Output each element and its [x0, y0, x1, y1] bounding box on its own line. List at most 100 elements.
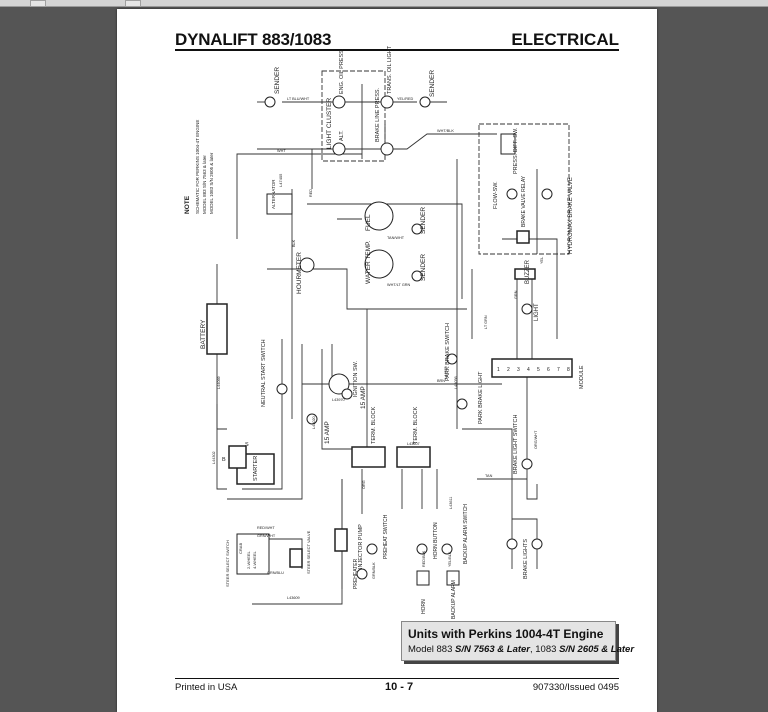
term-block-2 [396, 446, 431, 468]
brake-line-press-lamp [380, 142, 394, 156]
module-pin-8: 8 [567, 367, 570, 373]
wire-l45056: L45056 [454, 376, 458, 389]
ignition-switch-symbol [328, 373, 350, 395]
fuse-2-label: 15 AMP [360, 386, 367, 409]
wire-blk: BLK [292, 239, 296, 247]
wire-tan-wht: TAN/WHT [387, 236, 405, 240]
sender-1-label: SENDER [274, 67, 281, 94]
wire-red: RED [309, 189, 313, 197]
fuse-2-symbol [341, 388, 353, 400]
brake-light-1-symbol [506, 538, 518, 550]
wire-red-blk: RED/BLK [422, 550, 426, 567]
preheater-symbol [356, 568, 368, 580]
park-brake-light-symbol [456, 398, 468, 410]
wire-l44970: L44970 [444, 366, 448, 379]
steer-select-switch-label: STEER SELECT SWITCH [225, 540, 230, 587]
alt-label: ALT. [339, 130, 345, 141]
starter-solenoid [228, 445, 247, 469]
wire-yel-red: YEL/RED [397, 97, 414, 101]
header-rule [175, 49, 619, 51]
term-block-2-label: TERM. BLOCK [413, 406, 419, 444]
neutral-start-switch-label: NEUTRAL START SWITCH [261, 339, 267, 407]
trans-oil-light-lamp [380, 95, 394, 109]
wire-l44302: L44302 [212, 451, 216, 464]
wire-wht: WHT [277, 149, 286, 153]
brake-valve-relay-symbol [516, 230, 530, 244]
starter-terminal-b: B [222, 457, 226, 463]
wire-l43607: L43607 [407, 442, 420, 446]
term-block-1-label: TERM. BLOCK [371, 406, 377, 444]
brake-light-switch-label: BRAKE LIGHT SWITCH [513, 414, 519, 474]
wire-yel: YEL [540, 257, 544, 264]
sender-4-symbol [411, 270, 423, 282]
buzzer-label: BUZZER [525, 259, 531, 284]
header-section: ELECTRICAL [511, 30, 619, 49]
module-pin-3: 3 [517, 367, 520, 373]
viewer-toolbar [0, 0, 768, 7]
wire-l43609: L43609 [287, 596, 300, 600]
park-brake-switch-label: PARK BRAKE SWITCH [445, 323, 451, 381]
wiring-schematic: NOTE SCHEMATIC FOR PERKINS 1004-4T ENGIN… [184, 45, 585, 619]
horn-button-label: HORN BUTTON [433, 522, 439, 559]
motor-symbol [541, 188, 553, 200]
module-pin-2: 2 [507, 367, 510, 373]
wire-wht-lt-grn: WHT/LT GRN [387, 283, 411, 287]
module-pin-7: 7 [557, 367, 560, 373]
wire-lt-grn: LT GRN [484, 315, 488, 329]
horn-label: HORN [421, 599, 427, 614]
light-label: LIGHT [534, 303, 540, 321]
water-temp-gauge [364, 249, 394, 279]
engine-note-title: Units with Perkins 1004-4T Engine [408, 627, 604, 641]
module-pin-1: 1 [497, 367, 500, 373]
park-brake-light-label: PARK BRAKE LIGHT [478, 371, 484, 424]
hourmeter-symbol [299, 257, 315, 273]
wire-yel-blk: YEL/BLK [448, 551, 452, 567]
preheater-label: PREHEATER [353, 558, 359, 589]
starter-terminal-s: S [245, 442, 249, 448]
document-page: DYNALIFT 883/1083 ELECTRICAL [117, 9, 657, 712]
page-number: 10 - 7 [385, 681, 414, 693]
fuse-1-symbol [306, 413, 318, 425]
term-block-1 [351, 446, 386, 468]
press-diff-sw-symbol [500, 133, 516, 155]
flow-sw-symbol [506, 188, 518, 200]
battery-symbol [206, 303, 228, 355]
light-symbol [521, 303, 533, 315]
wire-tan: TAN [485, 474, 493, 478]
wire-grn: GRN [514, 290, 518, 299]
backup-alarm-label: BACKUP ALARM [451, 580, 457, 619]
horn-button-symbol [416, 543, 428, 555]
note-model-883: Model 883 [408, 644, 456, 655]
footer-issue: 907330/Issued 0495 [532, 682, 619, 693]
toolbar-button[interactable] [125, 0, 141, 7]
module-pin-5: 5 [537, 367, 540, 373]
sender-4-label: SENDER [420, 254, 427, 281]
wire-brn: BRN [437, 379, 445, 383]
brake-light-2-symbol [531, 538, 543, 550]
starter-label: STARTER [253, 456, 259, 481]
alternator-part-label: L47405 [278, 173, 283, 187]
engine-note-box: Units with Perkins 1004-4T Engine Model … [401, 621, 634, 661]
note-sn-1083: S/N 2605 & Later [559, 644, 635, 655]
horn-symbol [416, 570, 430, 586]
wire-l43611: L43611 [449, 497, 453, 509]
note-model-1083: , 1083 [530, 644, 560, 655]
park-brake-switch-symbol [446, 353, 458, 365]
hydromax-box [478, 123, 570, 255]
battery-label: BATTERY [200, 319, 207, 349]
header-title: DYNALIFT 883/1083 [175, 30, 332, 49]
note-line-3: MODEL 1083 S/N 2605 & later [209, 152, 214, 214]
eng-oil-press-lamp [332, 95, 346, 109]
light-cluster-box [321, 70, 386, 162]
toolbar-button[interactable] [30, 0, 46, 7]
preheat-switch-label: PREHEAT SWITCH [383, 514, 389, 559]
wire-lt-blu: LT BLU/WHT [287, 97, 310, 101]
fuel-gauge [364, 201, 394, 231]
wire-wht-blk: WHT/BLK [437, 129, 454, 133]
wire-l43020: L43020 [312, 416, 316, 429]
trans-oil-light-label: TRANS. OIL LIGHT [387, 45, 393, 94]
wire-l44069: L44069 [217, 376, 221, 389]
alternator-connector [266, 193, 293, 215]
wire-grn-blk: GRN/BLK [372, 562, 376, 579]
note-line-1: SCHEMATIC FOR PERKINS 1004-4T ENGINE [195, 120, 200, 214]
